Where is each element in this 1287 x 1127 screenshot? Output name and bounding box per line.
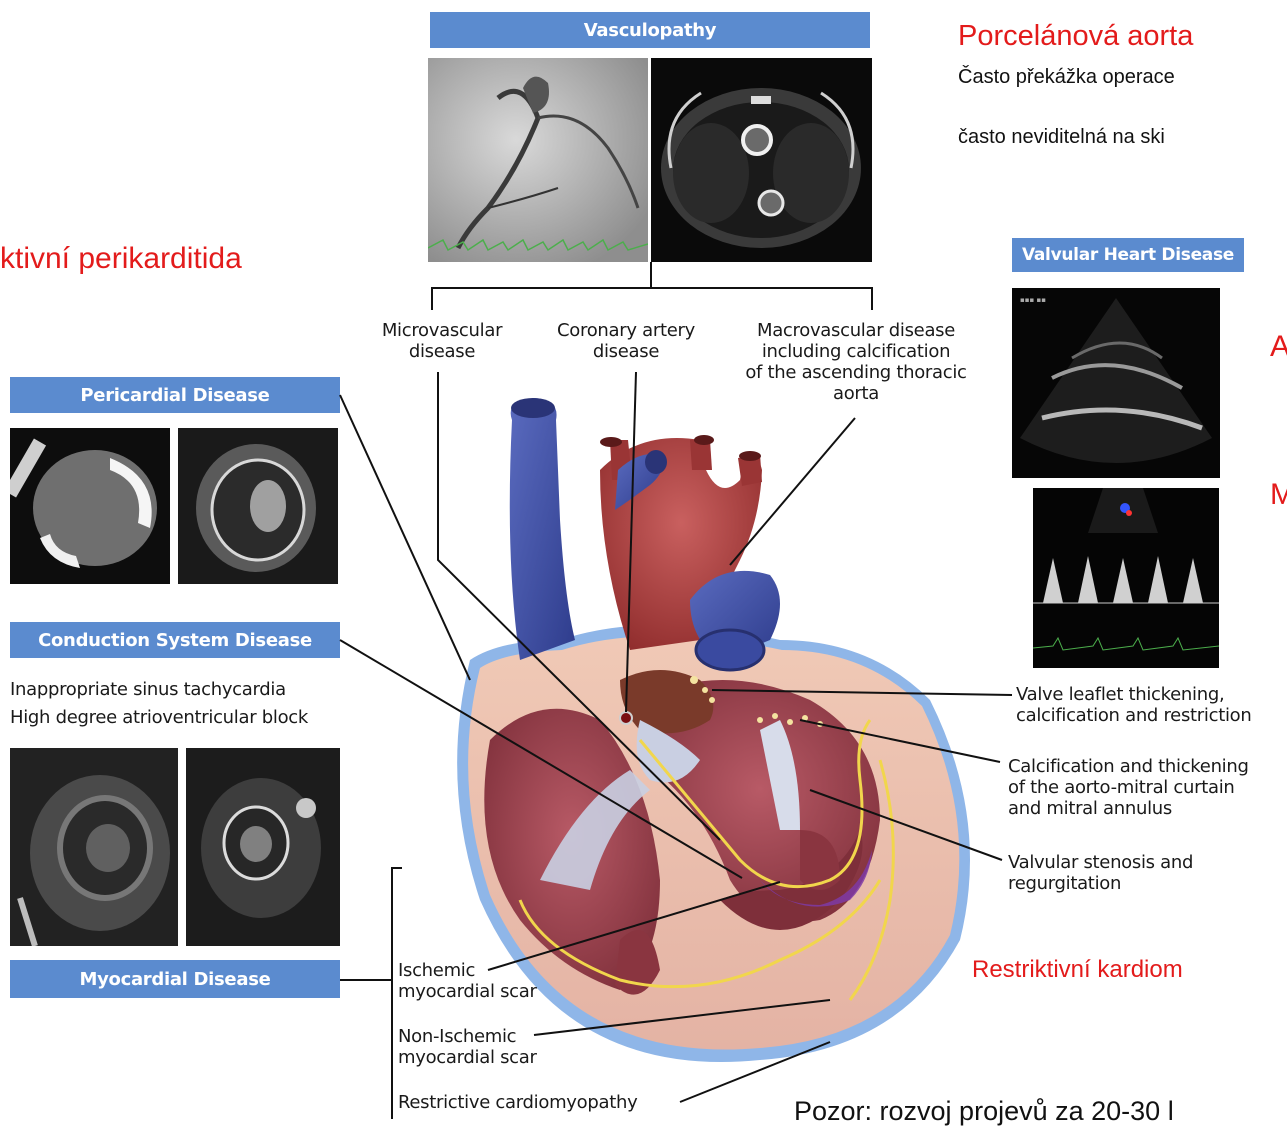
- porcelain-note-line-1: Často překážka operace: [958, 66, 1175, 89]
- stenosis-line-2: regurgitation: [1008, 873, 1193, 894]
- microvascular-line-1: Microvascular: [372, 320, 512, 341]
- aorto-mitral-line-2: of the aorto-mitral curtain: [1008, 777, 1249, 798]
- non-ischemic-scar-label: Non-Ischemic myocardial scar: [398, 1026, 537, 1068]
- valve-annotation-a: A: [1270, 330, 1287, 364]
- warning-annotation: Pozor: rozvoj projevů za 20-30 l: [794, 1096, 1174, 1127]
- aorto-mitral-label: Calcification and thickening of the aort…: [1008, 756, 1249, 819]
- stenosis-line-1: Valvular stenosis and: [1008, 852, 1193, 873]
- non-ischemic-line-2: myocardial scar: [398, 1047, 537, 1068]
- conduction-items: Inappropriate sinus tachycardia High deg…: [10, 676, 308, 732]
- pericarditis-annotation: ktivní perikarditida: [0, 242, 242, 276]
- valve-annotation-m: M: [1270, 478, 1287, 512]
- macrovascular-line-2: including calcification: [724, 341, 988, 362]
- ischemic-line-2: myocardial scar: [398, 981, 537, 1002]
- conduction-item-sinus-tachycardia: Inappropriate sinus tachycardia: [10, 676, 308, 704]
- microvascular-disease-label: Microvascular disease: [372, 320, 512, 362]
- conduction-item-av-block: High degree atrioventricular block: [10, 704, 308, 732]
- ischemic-scar-label: Ischemic myocardial scar: [398, 960, 537, 1002]
- valvular-stenosis-label: Valvular stenosis and regurgitation: [1008, 852, 1193, 894]
- restrictive-cardiomyopathy-label: Restrictive cardiomyopathy: [398, 1092, 637, 1113]
- macrovascular-line-3: of the ascending thoracic: [724, 362, 988, 383]
- aorto-mitral-line-1: Calcification and thickening: [1008, 756, 1249, 777]
- coronary-artery-disease-label: Coronary artery disease: [540, 320, 712, 362]
- non-ischemic-line-1: Non-Ischemic: [398, 1026, 537, 1047]
- aorto-mitral-line-3: and mitral annulus: [1008, 798, 1249, 819]
- porcelain-aorta-title: Porcelánová aorta: [958, 20, 1193, 53]
- ischemic-line-1: Ischemic: [398, 960, 537, 981]
- coronary-line-1: Coronary artery: [540, 320, 712, 341]
- porcelain-note-line-2: často neviditelná na ski: [958, 126, 1165, 149]
- coronary-line-2: disease: [540, 341, 712, 362]
- valve-leaflet-label: Valve leaflet thickening, calcification …: [1016, 684, 1251, 726]
- macrovascular-line-1: Macrovascular disease: [724, 320, 988, 341]
- valve-leaflet-line-2: calcification and restriction: [1016, 705, 1251, 726]
- valve-leaflet-line-1: Valve leaflet thickening,: [1016, 684, 1251, 705]
- restrictive-cardiomyopathy-annotation: Restriktivní kardiom: [972, 956, 1183, 984]
- macrovascular-disease-label: Macrovascular disease including calcific…: [724, 320, 988, 404]
- microvascular-line-2: disease: [372, 341, 512, 362]
- macrovascular-line-4: aorta: [724, 383, 988, 404]
